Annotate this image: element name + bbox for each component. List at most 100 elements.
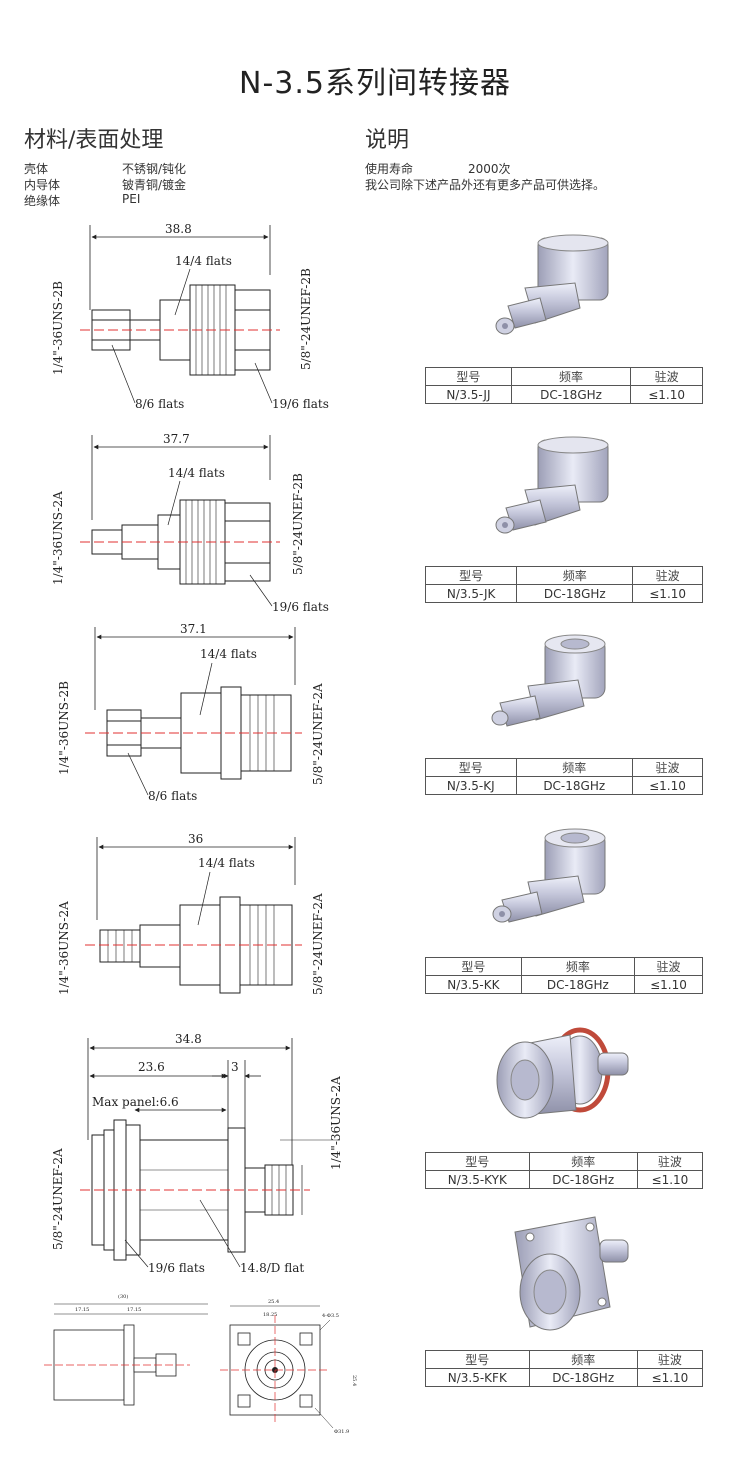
material-row: 内导体 铍青铜/镀金 [24,176,186,193]
label-thread-right: 5/8"-24UNEF-2B [291,473,305,575]
model-cell: N/3.5-KJ [425,776,517,795]
material-row: 壳体 不锈钢/钝化 [24,160,186,177]
header-model: 型号 [425,1152,530,1171]
header-freq: 频率 [528,1152,638,1171]
header-vswr: 驻波 [633,957,704,976]
dim-gap: 3 [231,1060,239,1074]
product-photo-kk [492,828,606,923]
dim-length: 37.1 [180,622,207,636]
dimension-drawing-kfk: (30) 17.15 17.15 25.4 18.25 4-Φ3.5 25.4 … [44,1293,357,1435]
freq-cell: DC-18GHz [510,385,632,404]
dim-length: 38.8 [165,222,192,236]
dimension-drawing-jk: 37.7 14/4 flats 19/6 flats 1/4"-36UNS-2A… [51,432,329,614]
dim-sq: 18.25 [263,1312,277,1318]
label-flats-b: 8/6 flats [135,397,184,411]
dim-b: 17.15 [127,1307,141,1313]
dim-sub-length: 23.6 [138,1060,165,1074]
dimension-drawing-jj: 38.8 14/4 flats 8/6 flats 19/6 flats 1/4… [51,222,329,411]
label-thread-left: 1/4"-36UNS-2A [51,491,65,585]
vswr-cell: ≤1.10 [630,385,703,404]
header-freq: 频率 [510,367,632,386]
life-value: 2000次 [468,162,511,176]
dim-a: 17.15 [75,1307,89,1313]
header-freq: 频率 [520,957,635,976]
dim-hole: 4-Φ3.5 [322,1313,339,1319]
header-model: 型号 [425,367,512,386]
label-flats-d: 14.8/D flat [240,1261,304,1275]
dim-side: 25.4 [351,1375,357,1386]
label-flats-a: 14/4 flats [175,254,232,268]
header-vswr: 驻波 [636,1350,704,1369]
header-freq: 频率 [528,1350,638,1369]
header-freq: 频率 [515,758,633,777]
model-cell: N/3.5-JK [424,584,518,603]
label-thread-left: 1/4"-36UNS-2B [57,681,71,775]
header-vswr: 驻波 [636,1152,704,1171]
vswr-cell: ≤1.10 [633,975,704,994]
vswr-cell: ≤1.10 [636,1368,704,1387]
vswr-cell: ≤1.10 [636,1170,704,1189]
dim-overall: (30) [118,1293,128,1300]
header-model: 型号 [425,758,517,777]
label-thread-right: 5/8"-24UNEF-2B [299,268,313,370]
dim-length: 34.8 [175,1032,202,1046]
header-model: 型号 [424,566,518,585]
label-flats-c: 19/6 flats [148,1261,205,1275]
label-panel: Max panel:6.6 [92,1095,179,1109]
product-photo-kfk [514,1216,629,1331]
label-flats-a: 14/4 flats [168,466,225,480]
label-thread-right: 5/8"-24UNEF-2A [311,893,325,995]
model-cell: N/3.5-KK [425,975,522,994]
material-part: 绝缘体 [24,194,61,208]
product-photo-kyk [496,1027,629,1119]
header-model: 型号 [425,957,522,976]
model-cell: N/3.5-JJ [425,385,512,404]
freq-cell: DC-18GHz [528,1368,638,1387]
dim-dia: Φ31.9 [334,1429,349,1435]
label-flats-a: 14/4 flats [198,856,255,870]
product-photo-jk [495,436,609,534]
label-thread-right: 1/4"-36UNS-2A [329,1076,343,1170]
dimension-drawing-kj: 37.1 14/4 flats 8/6 flats 1/4"-36UNS-2B … [57,622,325,803]
notes-heading: 说明 [365,128,410,153]
freq-cell: DC-18GHz [516,584,634,603]
material-value: PEI [122,192,141,206]
header-freq: 频率 [516,566,634,585]
freq-cell: DC-18GHz [515,776,633,795]
dim-length: 37.7 [163,432,190,446]
label-thread-right: 5/8"-24UNEF-2A [311,683,325,785]
header-vswr: 驻波 [632,566,703,585]
header-vswr: 驻波 [631,758,704,777]
material-row: 绝缘体 PEI [24,192,140,209]
vswr-cell: ≤1.10 [632,584,703,603]
freq-cell: DC-18GHz [520,975,635,994]
label-flats-b: 8/6 flats [148,789,197,803]
product-photo-jj [495,234,609,335]
label-flats-a: 14/4 flats [200,647,257,661]
dim-length: 36 [188,832,203,846]
material-value: 不锈钢/钝化 [122,162,187,176]
dimension-drawing-kk: 36 14/4 flats 1/4"-36UNS-2A 5/8"-24UNEF-… [57,832,325,995]
header-model: 型号 [425,1350,530,1369]
label-thread-left: 1/4"-36UNS-2B [51,281,65,375]
label-flats-c: 19/6 flats [272,600,329,614]
dim-top: 25.4 [268,1299,279,1305]
material-value: 铍青铜/镀金 [122,178,187,192]
header-vswr: 驻波 [630,367,703,386]
freq-cell: DC-18GHz [528,1170,638,1189]
model-cell: N/3.5-KFK [425,1368,530,1387]
materials-heading: 材料/表面处理 [24,128,164,153]
page-title: N-3.5系列间转接器 [239,66,511,101]
model-cell: N/3.5-KYK [425,1170,530,1189]
vswr-cell: ≤1.10 [631,776,704,795]
label-flats-c: 19/6 flats [272,397,329,411]
material-part: 内导体 [24,178,61,192]
label-thread-left: 1/4"-36UNS-2A [57,901,71,995]
product-photo-kj [491,634,606,727]
